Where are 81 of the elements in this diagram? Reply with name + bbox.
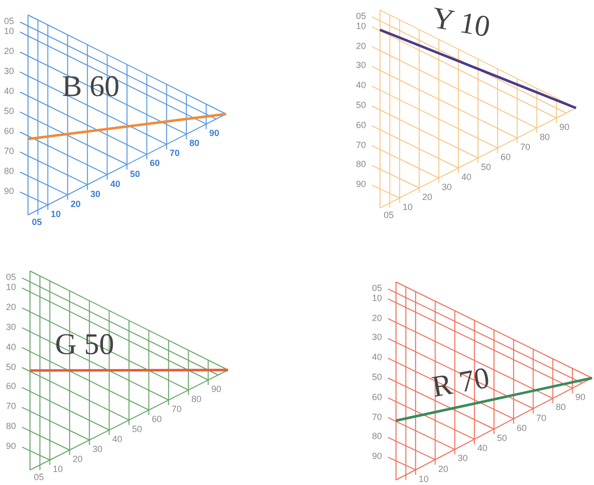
tick-label: 30 <box>442 183 452 192</box>
tick-label: 70 <box>172 405 182 414</box>
tick-label: 60 <box>372 392 382 402</box>
tick-label: 40 <box>461 173 472 182</box>
tick-label: 80 <box>6 422 16 432</box>
tick-label: 30 <box>458 454 468 464</box>
tick-label: 30 <box>4 67 14 76</box>
tick-label: 70 <box>170 149 180 158</box>
tick-label: 50 <box>497 434 508 443</box>
tick-label: 40 <box>372 353 382 362</box>
tick-label: 80 <box>4 167 14 176</box>
tick-label: 05 <box>6 272 16 282</box>
tick-label: 05 <box>34 473 44 482</box>
chart-label: Y 10 <box>430 3 492 43</box>
tick-label: 90 <box>559 123 570 132</box>
tick-label: 60 <box>6 382 16 392</box>
tick-label: 20 <box>372 314 382 323</box>
tick-label: 20 <box>6 302 16 312</box>
tick-label: 90 <box>356 180 366 190</box>
tick-label: 20 <box>356 42 366 51</box>
tick-label: 50 <box>6 362 16 372</box>
tick-label: 90 <box>4 187 14 196</box>
tick-label: 30 <box>90 190 100 199</box>
tick-label: 60 <box>150 159 160 168</box>
tick-label: 50 <box>481 163 492 172</box>
tick-label: 50 <box>356 101 366 110</box>
tick-label: 70 <box>536 414 546 423</box>
tick-label: 60 <box>500 153 511 162</box>
tick-label: 50 <box>372 373 382 382</box>
tick-label: 60 <box>152 415 162 424</box>
tick-label: 30 <box>372 333 382 342</box>
tick-label: 20 <box>438 464 448 474</box>
tick-label: 90 <box>6 442 16 452</box>
tick-label: 90 <box>209 129 220 138</box>
tick-label: 80 <box>556 403 566 412</box>
tick-label: 30 <box>92 445 102 454</box>
tick-label: 05 <box>356 12 366 21</box>
tick-label: 05 <box>372 284 382 293</box>
tick-label: 30 <box>6 322 16 332</box>
tick-label: 10 <box>4 27 14 36</box>
tick-label: 90 <box>211 385 222 394</box>
tick-label: 60 <box>4 127 14 136</box>
tick-label: 10 <box>356 22 366 31</box>
tick-label: 60 <box>356 120 366 130</box>
tick-label: 05 <box>384 211 394 220</box>
tick-label: 50 <box>132 425 142 434</box>
tick-label: 40 <box>6 342 16 352</box>
tick-label: 80 <box>189 139 200 148</box>
tick-label: 70 <box>4 147 14 156</box>
tick-label: 80 <box>372 432 382 442</box>
tick-label: 70 <box>372 412 382 422</box>
tick-label: 90 <box>372 452 382 462</box>
tick-label: 50 <box>4 107 14 116</box>
tick-label: 80 <box>191 395 202 404</box>
tick-label: 40 <box>356 81 366 90</box>
tick-label: 10 <box>402 203 413 212</box>
tick-label: 10 <box>6 282 16 292</box>
tick-label: 60 <box>516 424 527 433</box>
tick-label: 20 <box>70 200 81 209</box>
tick-label: 70 <box>520 143 530 152</box>
tick-label: 80 <box>540 133 550 142</box>
tick-label: 50 <box>130 170 140 178</box>
tick-label: 70 <box>356 140 366 150</box>
tick-label: 20 <box>72 455 83 464</box>
tick-label: 10 <box>372 294 382 303</box>
tick-label: 20 <box>4 47 14 56</box>
tick-label: 70 <box>6 402 16 412</box>
tick-label: 05 <box>4 17 14 26</box>
tick-label: 10 <box>418 474 429 484</box>
tick-label: 30 <box>356 61 366 70</box>
tick-label: 90 <box>575 393 586 402</box>
tick-label: 40 <box>477 444 488 454</box>
tick-label: 05 <box>32 218 42 227</box>
tick-label: 20 <box>422 193 432 202</box>
tick-label: 40 <box>4 87 14 96</box>
tick-label: 80 <box>356 160 366 170</box>
tick-label: 40 <box>110 180 120 189</box>
chart-label: R 70 <box>430 363 492 403</box>
tick-label: 10 <box>50 210 61 219</box>
tick-label: 40 <box>112 435 122 444</box>
tick-label: 10 <box>52 465 63 474</box>
